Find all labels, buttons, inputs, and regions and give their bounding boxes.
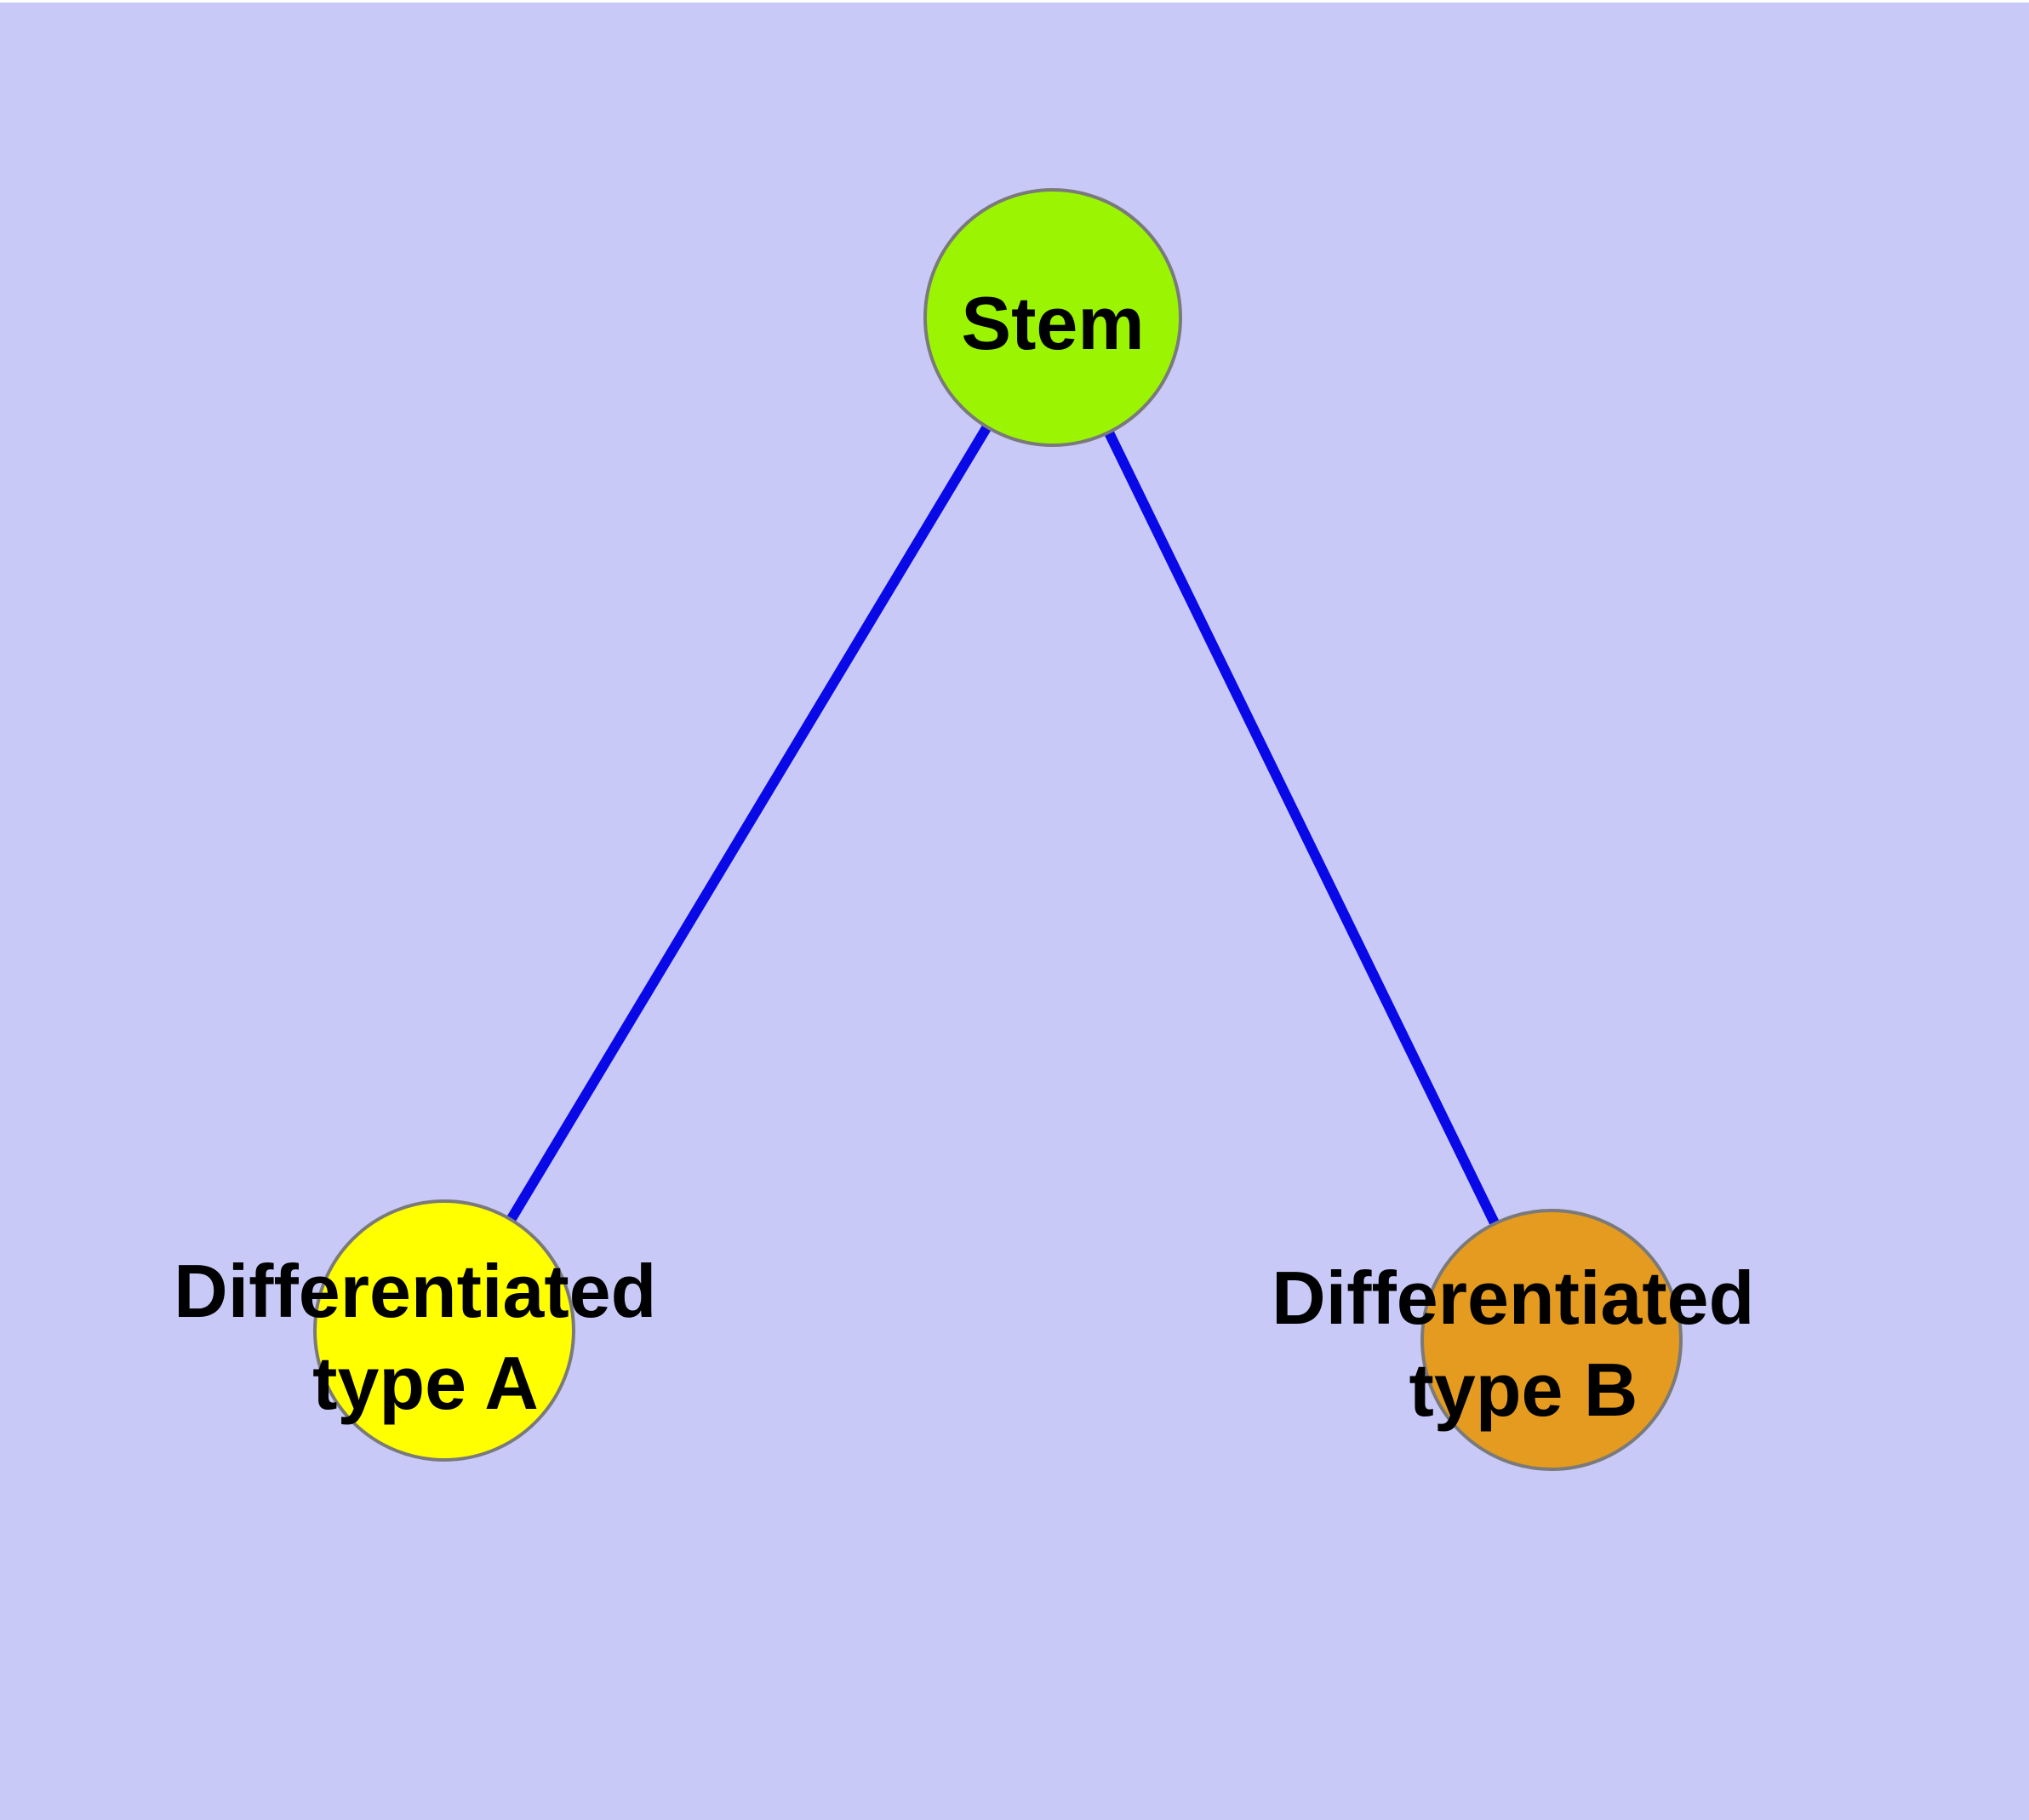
diagram-canvas: Stem Differentiated type A Differentiate… bbox=[0, 3, 2029, 1820]
node-type-a bbox=[313, 1199, 575, 1462]
node-type-a-label: Differentiated type A bbox=[174, 1249, 677, 1425]
node-type-b-label: Differentiated type B bbox=[1272, 1256, 1775, 1432]
node-type-b bbox=[1420, 1209, 1683, 1471]
node-type-b-label-line1: Differentiated bbox=[1272, 1256, 1754, 1340]
edge-stem-to-type-a bbox=[439, 314, 1058, 1334]
node-stem-label: Stem bbox=[961, 281, 1144, 365]
edge-stem-to-type-b bbox=[1048, 315, 1557, 1342]
node-type-a-label-line1: Differentiated bbox=[174, 1249, 656, 1333]
node-stem bbox=[923, 188, 1182, 447]
graph-svg: Stem Differentiated type A Differentiate… bbox=[174, 188, 1775, 1471]
node-type-b-label-line2: type B bbox=[1409, 1348, 1638, 1432]
node-type-a-label-line2: type A bbox=[312, 1341, 539, 1425]
